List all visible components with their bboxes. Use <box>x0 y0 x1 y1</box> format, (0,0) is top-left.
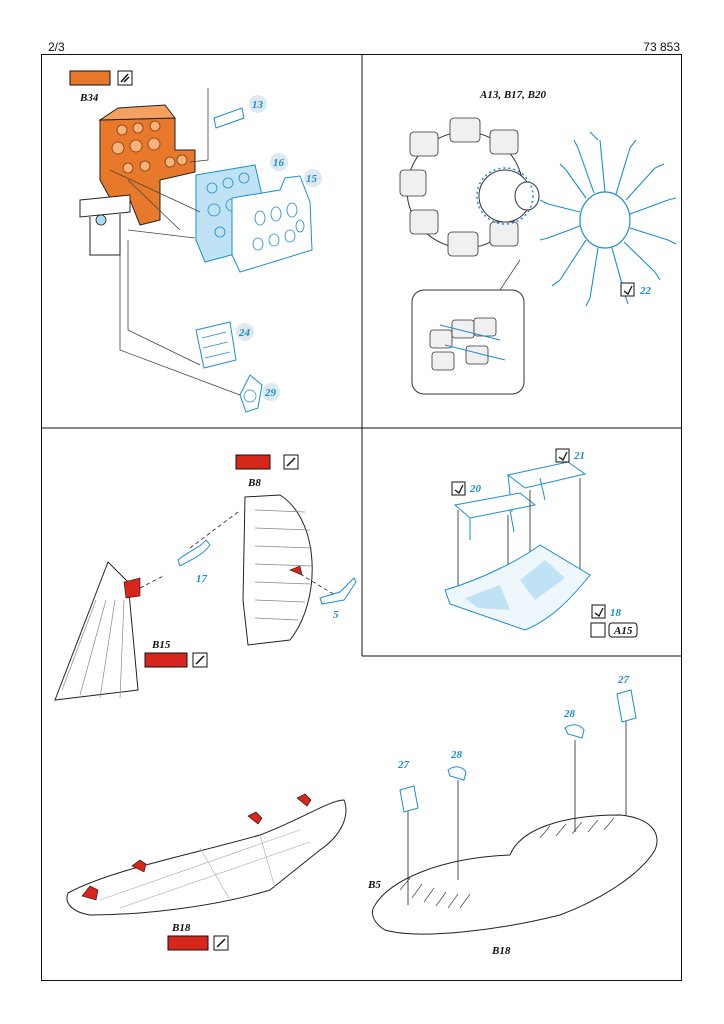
guide-lines <box>109 88 241 396</box>
panel-support <box>79 194 131 218</box>
pe-frame-20 <box>453 492 537 519</box>
glue-ref-box <box>608 622 638 638</box>
engine-section: A13, B17, B20 <box>399 89 677 395</box>
small-dial <box>95 214 107 226</box>
rudder-guide <box>189 511 239 549</box>
part-number-5: 5 <box>333 609 339 621</box>
rudder-hinge-red <box>289 565 303 576</box>
check-icon <box>623 285 633 295</box>
part-number-21: 21 <box>573 450 585 462</box>
lower-wing-left <box>66 799 347 916</box>
pe-part-28b-shape <box>564 724 585 739</box>
part-number-16: 16 <box>273 157 285 169</box>
upper-wing-right <box>372 814 658 935</box>
wing-strip-guides <box>407 720 627 905</box>
brush-icon <box>286 457 296 467</box>
radial-engine <box>399 117 540 257</box>
part-number-20: 20 <box>469 483 482 495</box>
fin-guide <box>139 574 166 589</box>
fin-hinge-red <box>123 577 141 599</box>
part-number-28-a: 28 <box>450 749 463 761</box>
brush-icon <box>216 938 226 948</box>
panel-top <box>98 104 176 121</box>
pe-frame-20-legs <box>469 509 515 540</box>
brush-icon <box>195 655 205 665</box>
bend-icon <box>620 282 635 297</box>
part-badges-1 <box>236 95 322 401</box>
panel-dials <box>111 120 188 174</box>
canopy-section: 21 20 18 A15 <box>444 448 638 638</box>
part-number-18: 18 <box>610 607 622 619</box>
part-number-17: 17 <box>196 573 208 585</box>
canopy-mask-2 <box>520 560 565 600</box>
pe-part-29-ring <box>243 389 257 403</box>
tail-section: B8 17 5 B15 <box>54 454 357 701</box>
pe-backing-holes <box>252 202 305 251</box>
wing-panel-lines <box>99 829 311 909</box>
brush-icon <box>120 73 130 83</box>
engine-callout-text: A13, B17, B20 <box>479 89 547 101</box>
pe-part-17-shape <box>177 539 211 567</box>
pe-frame-21 <box>506 461 587 489</box>
bend-icon <box>451 481 466 496</box>
bend-icon <box>591 604 606 619</box>
rudder-ribs <box>254 509 313 621</box>
paint-code-b8: B8 <box>247 477 261 489</box>
paint-code-b18-left: B18 <box>171 922 191 934</box>
part-number-22: 22 <box>639 285 652 297</box>
paint-code-b15: B15 <box>151 639 171 651</box>
part-number-13: 13 <box>252 99 264 111</box>
part-number-27-a: 27 <box>397 759 410 771</box>
check-icon <box>454 484 464 494</box>
pe-ignition-harness <box>539 131 677 307</box>
detail-engine <box>429 317 506 371</box>
panel-frame <box>89 214 121 256</box>
pe-part-13-shape <box>213 107 245 129</box>
rudder <box>242 494 313 646</box>
wing-rib-strips <box>399 817 615 909</box>
canopy-glass <box>444 544 591 631</box>
pe-part-24-detail <box>201 331 231 359</box>
paint-swatch-icon <box>69 70 111 86</box>
glue-icon <box>590 622 606 638</box>
part-number-15: 15 <box>306 173 318 185</box>
wings-section: B18 B5 B18 27 28 28 27 <box>66 674 658 957</box>
check-icon <box>558 451 568 461</box>
pe-part-27a-shape <box>399 785 419 813</box>
part-number-27-b: 27 <box>617 674 630 686</box>
pe-part-5-shape <box>319 577 357 605</box>
wing-red-details <box>81 793 312 901</box>
document-code: 73 853 <box>643 40 680 54</box>
pe-backing-plate <box>231 175 313 273</box>
detail-bubble <box>411 289 525 395</box>
part-number-28-b: 28 <box>563 708 576 720</box>
pe-part-28a-shape <box>447 766 467 781</box>
part-number-24: 24 <box>238 327 251 339</box>
check-icon <box>594 607 604 617</box>
canopy-mask-1 <box>465 585 510 610</box>
paint-swatch-icon <box>235 454 271 470</box>
instrument-panel-section: B34 <box>69 70 322 413</box>
paint-code-b18-right: B18 <box>491 945 511 957</box>
glue-ref-a15: A15 <box>613 625 633 637</box>
paint-swatch-icon <box>167 935 209 951</box>
paint-swatch-b34: B34 <box>69 70 133 104</box>
paint-swatch-icon <box>144 652 188 668</box>
bend-icon <box>555 448 570 463</box>
page-number: 2/3 <box>48 40 65 54</box>
paint-code-b34: B34 <box>79 92 99 104</box>
pe-part-27b-shape <box>616 689 637 723</box>
fin-ribs <box>61 599 125 699</box>
paint-code-b5: B5 <box>367 879 381 891</box>
part-number-29: 29 <box>264 387 277 399</box>
pe-part-29-shape <box>239 374 263 413</box>
